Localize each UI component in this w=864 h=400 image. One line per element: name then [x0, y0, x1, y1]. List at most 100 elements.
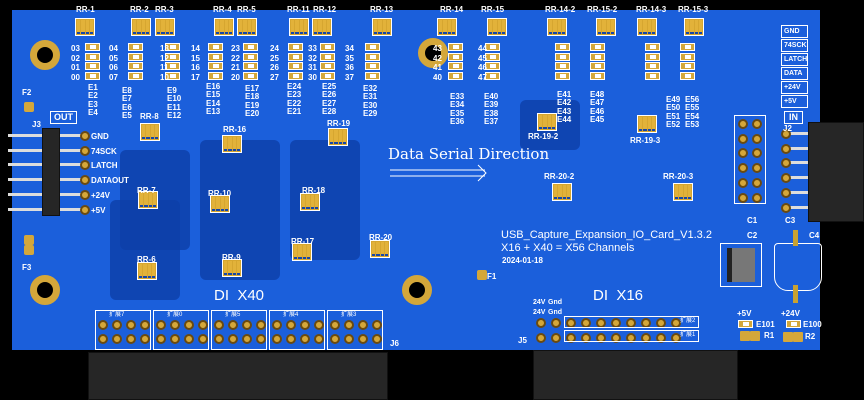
channel-number: 17 — [191, 73, 200, 83]
connector-pin[interactable] — [626, 333, 636, 343]
connector-pin[interactable] — [272, 334, 282, 344]
connector-pin[interactable] — [330, 334, 340, 344]
led-label: E18 — [245, 92, 260, 102]
channel-number: 36 — [345, 63, 354, 73]
board-name: USB_Capture_Expansion_IO_Card_V1.3.2 — [501, 229, 712, 241]
pin-pad[interactable] — [80, 145, 90, 156]
connector-pin[interactable] — [112, 320, 122, 330]
connector-pin[interactable] — [126, 320, 136, 330]
pin-pad[interactable] — [781, 129, 791, 139]
connector-pin[interactable] — [566, 333, 576, 343]
connector-pin[interactable] — [256, 334, 266, 344]
resistor-network — [289, 18, 309, 36]
pin-pad[interactable] — [781, 173, 791, 184]
connector-pin[interactable] — [256, 320, 266, 330]
resistor-pad — [793, 332, 803, 342]
connector-pin[interactable] — [358, 320, 368, 330]
resistor-pad — [783, 332, 793, 342]
pin-pad[interactable] — [738, 177, 748, 188]
connector-pin[interactable] — [214, 320, 224, 330]
connector-pin[interactable] — [228, 320, 238, 330]
channel-number: 16 — [191, 63, 200, 73]
connector-pin[interactable] — [98, 320, 108, 330]
connector-pin[interactable] — [596, 333, 606, 343]
channel-led — [590, 43, 605, 51]
connector-pin[interactable] — [641, 333, 651, 343]
connector-pin[interactable] — [358, 334, 368, 344]
connector-pin[interactable] — [184, 334, 194, 344]
pin-pad[interactable] — [781, 187, 791, 198]
connector-pin[interactable] — [314, 320, 324, 330]
connector-pin[interactable] — [344, 334, 354, 344]
connector-pin[interactable] — [536, 333, 546, 343]
connector-pin[interactable] — [300, 320, 310, 330]
connector-pin[interactable] — [581, 333, 591, 343]
connector-pin[interactable] — [242, 334, 252, 344]
connector-pin[interactable] — [286, 334, 296, 344]
pin-pad[interactable] — [752, 163, 762, 174]
pin-pad[interactable] — [80, 175, 90, 186]
pin-pad[interactable] — [80, 160, 90, 171]
connector-pin[interactable] — [98, 334, 108, 344]
pin-pad[interactable] — [738, 133, 748, 144]
pin-pad[interactable] — [80, 189, 90, 200]
channel-number: 12 — [160, 53, 169, 63]
connector-pin[interactable] — [112, 334, 122, 344]
j6-connector[interactable] — [88, 352, 388, 400]
connector-pin[interactable] — [184, 320, 194, 330]
led-label: E2 — [88, 91, 98, 101]
connector-pin[interactable] — [140, 320, 150, 330]
connector-pin[interactable] — [228, 334, 238, 344]
pin-pad[interactable] — [752, 133, 762, 144]
connector-pin[interactable] — [611, 333, 621, 343]
pin-pad[interactable] — [80, 131, 90, 141]
pin-pad[interactable] — [738, 119, 748, 129]
pin-pad[interactable] — [752, 192, 762, 203]
pin-pad[interactable] — [738, 192, 748, 203]
in-pin-label: +24V — [781, 81, 808, 94]
connector-pin[interactable] — [551, 318, 561, 328]
led-label: E48 — [590, 90, 605, 99]
connector-pin[interactable] — [126, 334, 136, 344]
connector-pin[interactable] — [156, 320, 166, 330]
pin-pad[interactable] — [738, 163, 748, 174]
connector-pin[interactable] — [286, 320, 296, 330]
connector-pin[interactable] — [551, 333, 561, 343]
pin-pad[interactable] — [80, 204, 90, 215]
pin-pad[interactable] — [752, 119, 762, 129]
connector-pin[interactable] — [671, 333, 681, 343]
pin-pad[interactable] — [781, 143, 791, 154]
channel-led — [165, 43, 180, 51]
connector-pin[interactable] — [372, 334, 382, 344]
resistor-network — [214, 18, 234, 36]
connector-pin[interactable] — [656, 333, 666, 343]
in-header-connector[interactable] — [808, 122, 864, 222]
connector-pin[interactable] — [170, 320, 180, 330]
connector-pin[interactable] — [314, 334, 324, 344]
connector-pin[interactable] — [242, 320, 252, 330]
channel-led — [85, 62, 100, 71]
channel-led — [128, 72, 143, 81]
connector-pin[interactable] — [156, 334, 166, 344]
pin-pad[interactable] — [752, 148, 762, 159]
connector-pin[interactable] — [330, 320, 340, 330]
connector-pin[interactable] — [198, 320, 208, 330]
connector-pin[interactable] — [170, 334, 180, 344]
connector-pin[interactable] — [344, 320, 354, 330]
pin-pad[interactable] — [738, 148, 748, 159]
j5-connector[interactable] — [533, 350, 738, 400]
connector-pin[interactable] — [536, 318, 546, 328]
pin-pad[interactable] — [781, 158, 791, 169]
connector-pin[interactable] — [198, 334, 208, 344]
connector-pin[interactable] — [272, 320, 282, 330]
channel-led — [680, 72, 695, 81]
led-label: E26 — [322, 90, 337, 100]
out-header-connector[interactable] — [42, 128, 60, 216]
pin-pad[interactable] — [781, 202, 791, 213]
pin-pad[interactable] — [752, 177, 762, 188]
connector-pin[interactable] — [372, 320, 382, 330]
rr-label: RR-2 — [130, 5, 149, 14]
connector-pin[interactable] — [300, 334, 310, 344]
connector-pin[interactable] — [214, 334, 224, 344]
connector-pin[interactable] — [140, 334, 150, 344]
